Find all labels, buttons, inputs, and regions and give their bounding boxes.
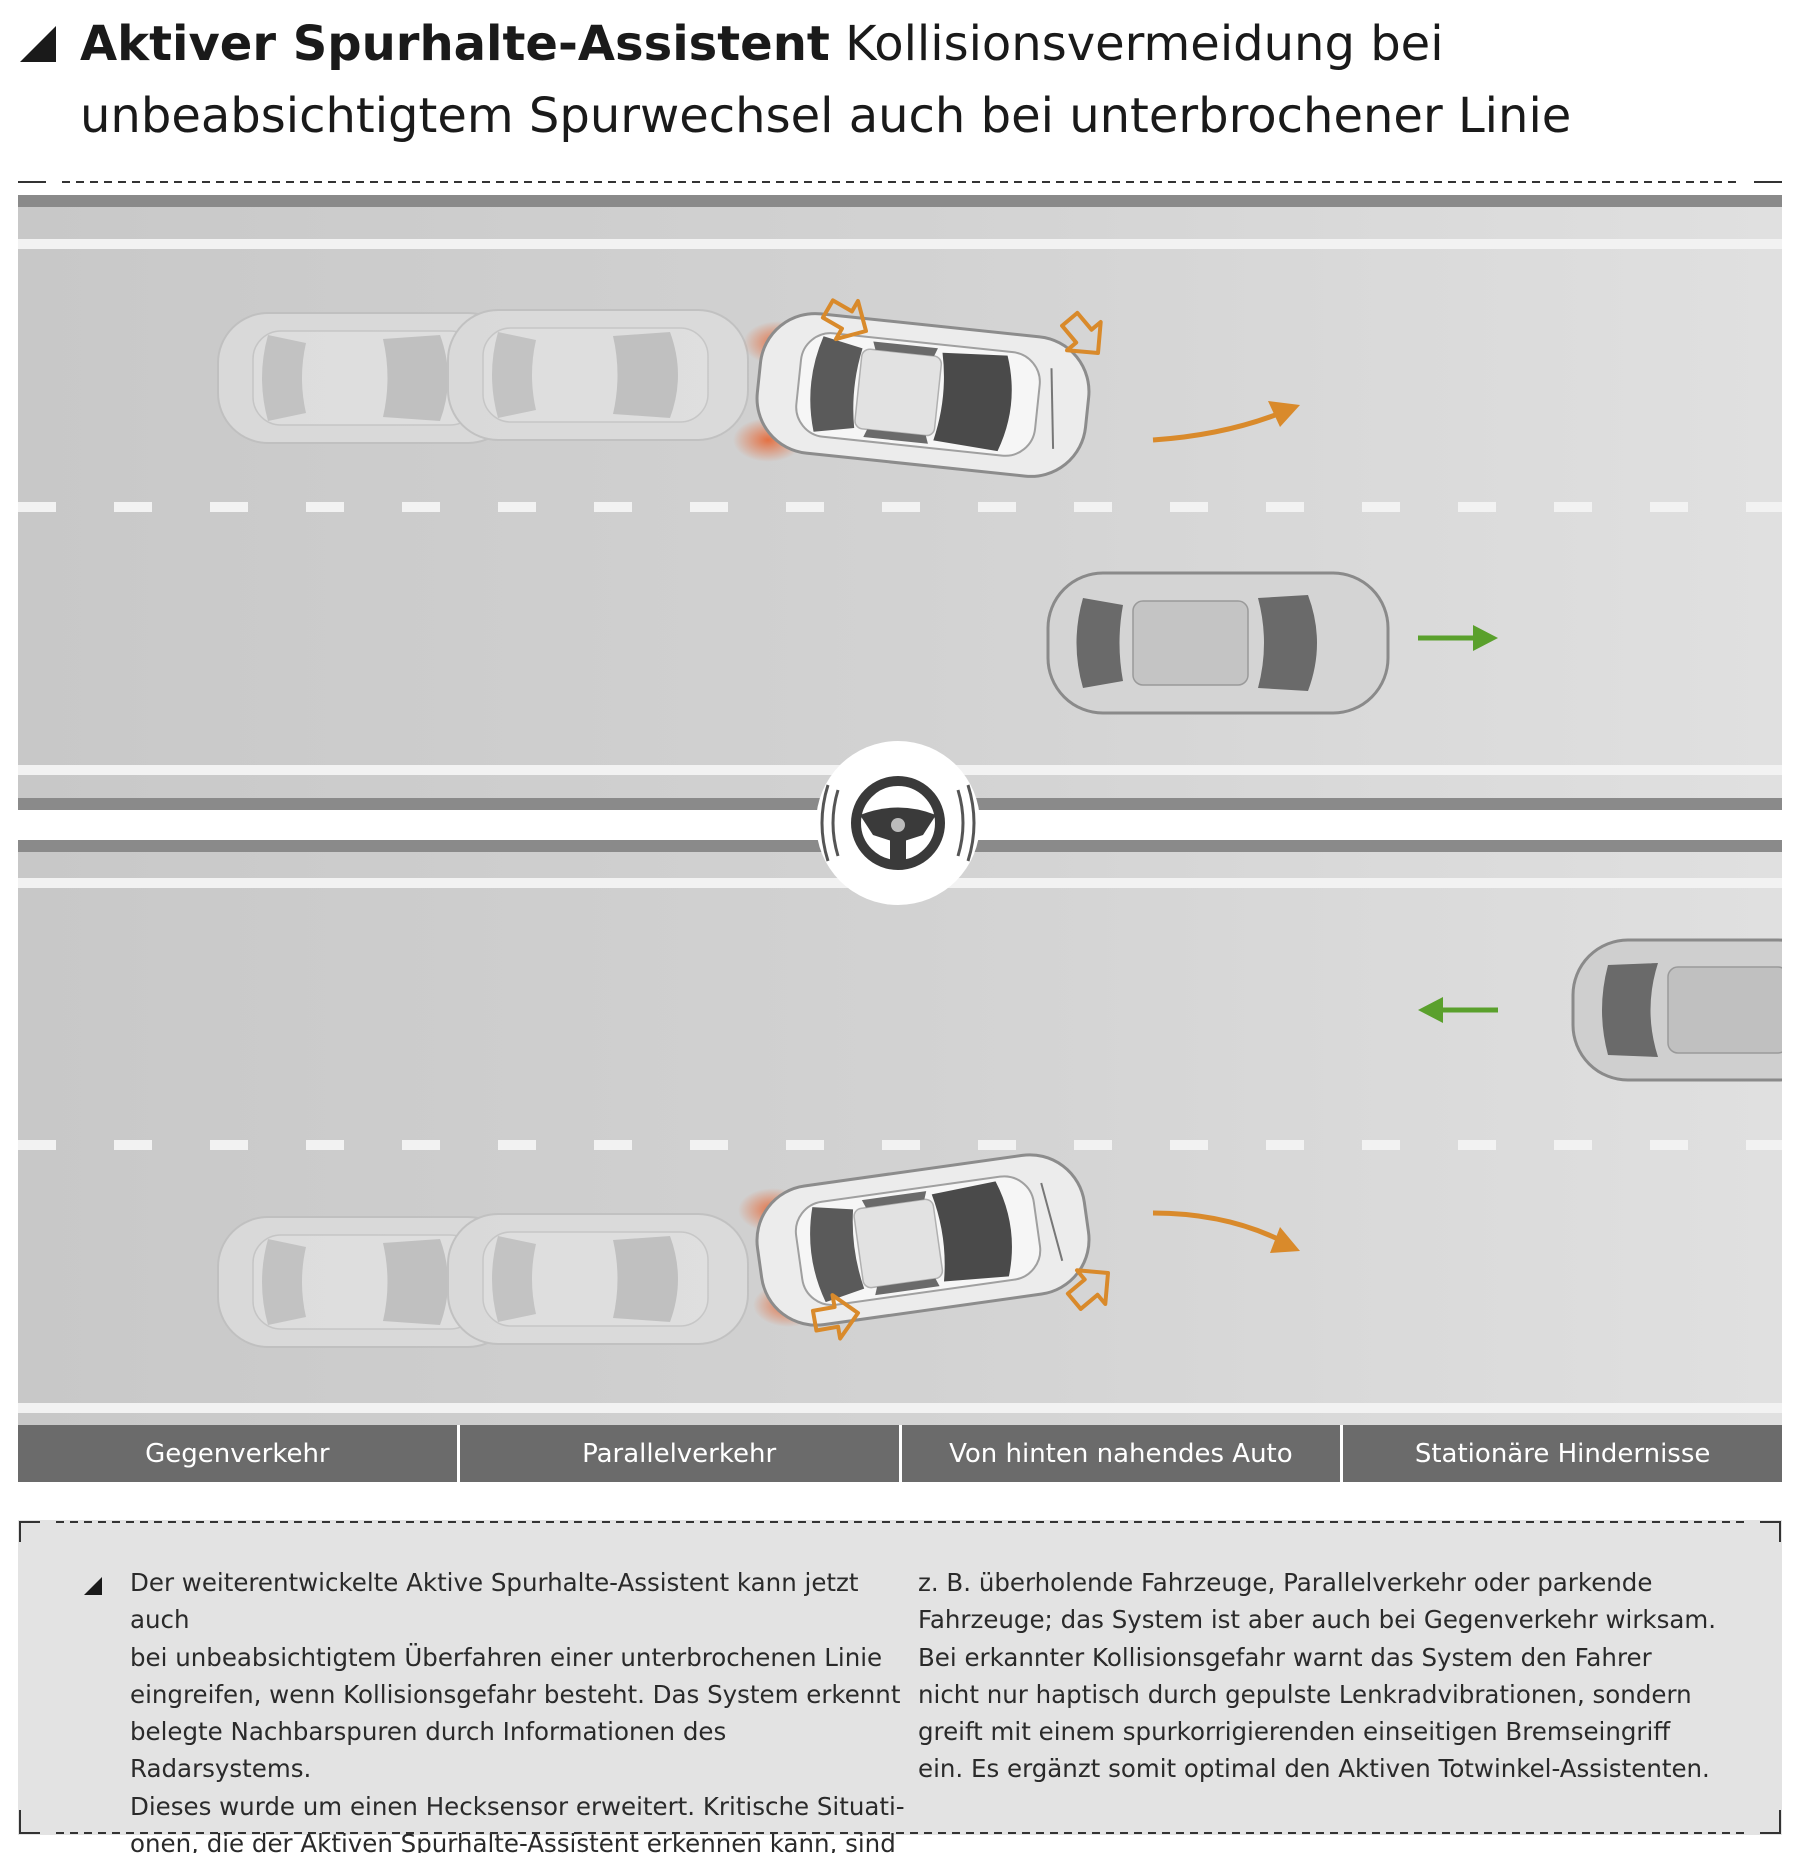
- upper-ghost-cars: [217, 309, 749, 444]
- orange-arrow-icon: [1152, 1210, 1288, 1246]
- road-scene: [18, 195, 1782, 1425]
- info-column-1: Der weiterentwickelte Aktive Spurhalte-A…: [130, 1568, 905, 1853]
- category-gegenverkehr: Gegenverkehr: [18, 1425, 460, 1482]
- title-subtitle: Kollisionsvermeidung bei unbeabsichtigte…: [80, 16, 1572, 144]
- orange-arrow-icon: [1152, 407, 1289, 443]
- info-box: Der weiterentwickelte Aktive Spurhalte-A…: [18, 1520, 1782, 1853]
- category-stationaer: Stationäre Hindernisse: [1343, 1425, 1782, 1482]
- category-parallelverkehr: Parallelverkehr: [459, 1425, 902, 1482]
- page-title: Aktiver Spurhalte-Assistent Kollisionsve…: [80, 8, 1720, 152]
- oncoming-car: [1571, 938, 1782, 1082]
- parallel-car: [1046, 571, 1390, 715]
- info-column-2: z. B. überholende Fahrzeuge, Parallelver…: [918, 1568, 1717, 1784]
- category-bar: Gegenverkehr Parallelverkehr Von hinten …: [18, 1425, 1782, 1482]
- vibration-icon: [820, 784, 976, 862]
- header-divider: [18, 181, 1782, 183]
- category-von-hinten: Von hinten nahendes Auto: [901, 1425, 1344, 1482]
- lower-ghost-cars: [217, 1213, 749, 1348]
- title-triangle-icon: [20, 26, 56, 62]
- info-bullet-icon: [84, 1577, 102, 1595]
- title-bold: Aktiver Spurhalte-Assistent: [80, 16, 830, 72]
- steering-wheel-icon: [851, 776, 945, 870]
